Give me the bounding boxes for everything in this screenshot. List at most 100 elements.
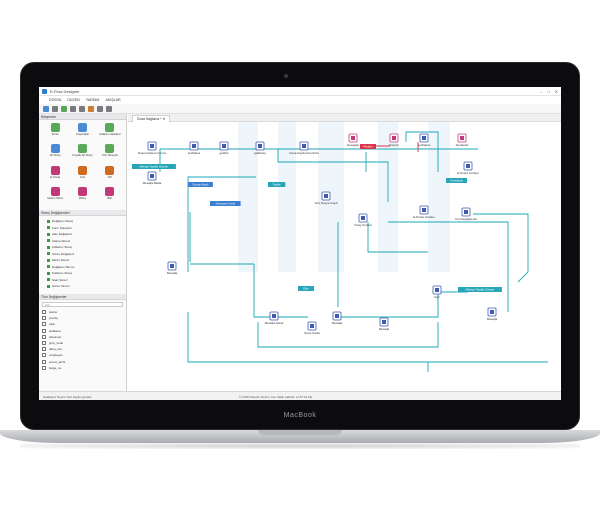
variable-item[interactable]: status [42, 309, 123, 315]
tree-item[interactable]: Atama Süreci [42, 238, 123, 245]
tree-item[interactable]: Kullanıcı Süreç [42, 244, 123, 251]
variable-item-label: talep_turu [49, 347, 63, 352]
palette-item[interactable]: Kod [69, 165, 95, 186]
status-left: Hatalayıcı Seçim Yeni kaydet gerekli [43, 395, 92, 399]
flow-node-label: Yeni Dosya Kaydı [314, 201, 338, 205]
run-icon[interactable] [88, 105, 94, 112]
variable-item[interactable]: sureci_tarihi [42, 359, 123, 365]
palette-item[interactable]: Kullanıcı Aktivitesi [97, 123, 123, 143]
tree-item-label: Görev Tanımı [52, 284, 70, 289]
save-icon[interactable] [61, 105, 67, 112]
flow-tag[interactable] [360, 144, 376, 149]
flow-tag-label: Teyitle [273, 183, 281, 187]
variable-item[interactable]: talep_turu [42, 346, 123, 352]
laptop-notch [258, 430, 342, 435]
maximize-button[interactable]: □ [547, 89, 550, 94]
variable-search-input[interactable]: Ara [42, 302, 123, 307]
palette-item[interactable]: API [97, 165, 123, 186]
variable-item[interactable]: tutar [42, 321, 123, 327]
tree-item[interactable]: Görev Tanımı [42, 283, 123, 290]
undo-icon[interactable] [70, 105, 76, 112]
flag-icon [47, 239, 50, 243]
menu-edit[interactable]: DÜZEN [67, 98, 80, 102]
variable-icon [42, 322, 46, 327]
flow-tag[interactable] [446, 178, 468, 183]
tree-item[interactable]: Değişken Süreç [42, 218, 123, 225]
close-button[interactable]: ✕ [554, 89, 558, 94]
flow-tag[interactable] [298, 286, 314, 291]
variable-item-label: dokuman [49, 334, 62, 339]
palette-item[interactable]: Tüm Süreçler [97, 144, 123, 164]
email-icon [50, 165, 60, 175]
minimize-button[interactable]: – [539, 89, 543, 94]
variable-item[interactable]: dokuman [42, 334, 123, 340]
variable-item[interactable]: grup_kodu [42, 340, 123, 346]
tree-item-label: Atama Süreci [52, 238, 71, 243]
api-icon [105, 165, 115, 175]
connector-line [388, 221, 509, 312]
flow-node-label: Dosa Sanla [304, 331, 320, 335]
flow-tag[interactable] [268, 182, 286, 187]
tree-item[interactable]: Saat Süreci [42, 277, 123, 284]
node-icon [351, 136, 355, 140]
node-icon [272, 314, 276, 318]
tree-item[interactable]: Alan Değişkeni [42, 231, 123, 238]
flow-node-label: getFile [219, 151, 228, 155]
palette-item-label: Tüm Süreçler [101, 154, 118, 158]
flag-icon [47, 278, 50, 282]
menu-flows[interactable]: AKIŞLAR [105, 98, 121, 102]
variable-item[interactable]: belge_no [42, 365, 123, 371]
tree-item-label: Görev Değişkeni [52, 251, 75, 256]
tree-item[interactable]: Kullanıcı Süreç [42, 270, 123, 277]
flow-node-label: Sürecin [389, 143, 400, 147]
palette-item[interactable]: Sürec [42, 123, 68, 143]
palette-item-label: Birleş [79, 196, 86, 200]
node-icon [490, 310, 494, 314]
flow-node-label: getRules [254, 151, 266, 155]
flow-tag-label: Mektup Tasdiki Gönder [466, 288, 495, 292]
palette-item-label: Kullanıcı Aktivitesi [99, 133, 121, 136]
flag-icon [47, 232, 50, 236]
tree-item[interactable]: Görev Değişkeni [42, 251, 123, 258]
flow-node-label: Mesajla [379, 327, 390, 331]
tab-flow[interactable]: Dosa Sağlama * ✕ [132, 115, 171, 122]
palette-item[interactable]: Bitir [97, 186, 123, 207]
palette-item[interactable]: Sistem Sürec [42, 186, 68, 207]
variable-item-label: sureci_tarihi [49, 359, 66, 364]
tree-item[interactable]: Ekran Süreci [42, 257, 123, 264]
variable-item[interactable]: aciklama [42, 328, 123, 334]
open-icon[interactable] [52, 105, 58, 112]
flow-tag[interactable] [132, 164, 176, 169]
variable-item[interactable]: priority [42, 315, 123, 321]
palette-item[interactable]: Koşullu Alt Süreç [69, 144, 95, 164]
tree-item[interactable]: Değişken Tanımı [42, 264, 123, 271]
zoom-out-icon[interactable] [106, 105, 112, 112]
canvas-decoration [238, 122, 258, 272]
flow-node-label: Mesajla [167, 271, 178, 275]
palette-item[interactable]: E-Posta [42, 165, 68, 186]
tree-item-label: Değişken Süreç [52, 219, 74, 224]
flow-tag[interactable] [210, 201, 241, 206]
redo-icon[interactable] [79, 105, 85, 112]
palette-item[interactable]: Koşul Ekle [69, 123, 95, 143]
variable-item[interactable]: onaylayan [42, 352, 123, 358]
editor-tabbar: Dosa Sağlama * ✕ [128, 114, 561, 122]
zoom-in-icon[interactable] [97, 105, 103, 112]
palette-item[interactable]: Alt Süreç [42, 144, 68, 164]
flag-icon [47, 245, 50, 249]
tree-header: Süreç Değişkenleri [39, 210, 126, 216]
new-icon[interactable] [43, 105, 49, 112]
flow-tag[interactable] [458, 287, 502, 292]
menu-help[interactable]: YARDIM [85, 98, 100, 102]
status-bar: Hatalayıcı Seçim Yeni kaydet gerekli © 2… [39, 391, 561, 400]
palette-item[interactable]: Birleş [69, 186, 95, 207]
tree-item[interactable]: Form Süreçleri [42, 225, 123, 232]
tree-item-label: Kullanıcı Süreç [52, 271, 73, 276]
flow-node-label: Mesajla [332, 321, 343, 325]
menu-file[interactable]: DOSYA [49, 98, 62, 102]
palette-item-label: Bitir [107, 196, 113, 200]
flow-tag[interactable] [188, 182, 213, 187]
node-icon [464, 210, 468, 214]
